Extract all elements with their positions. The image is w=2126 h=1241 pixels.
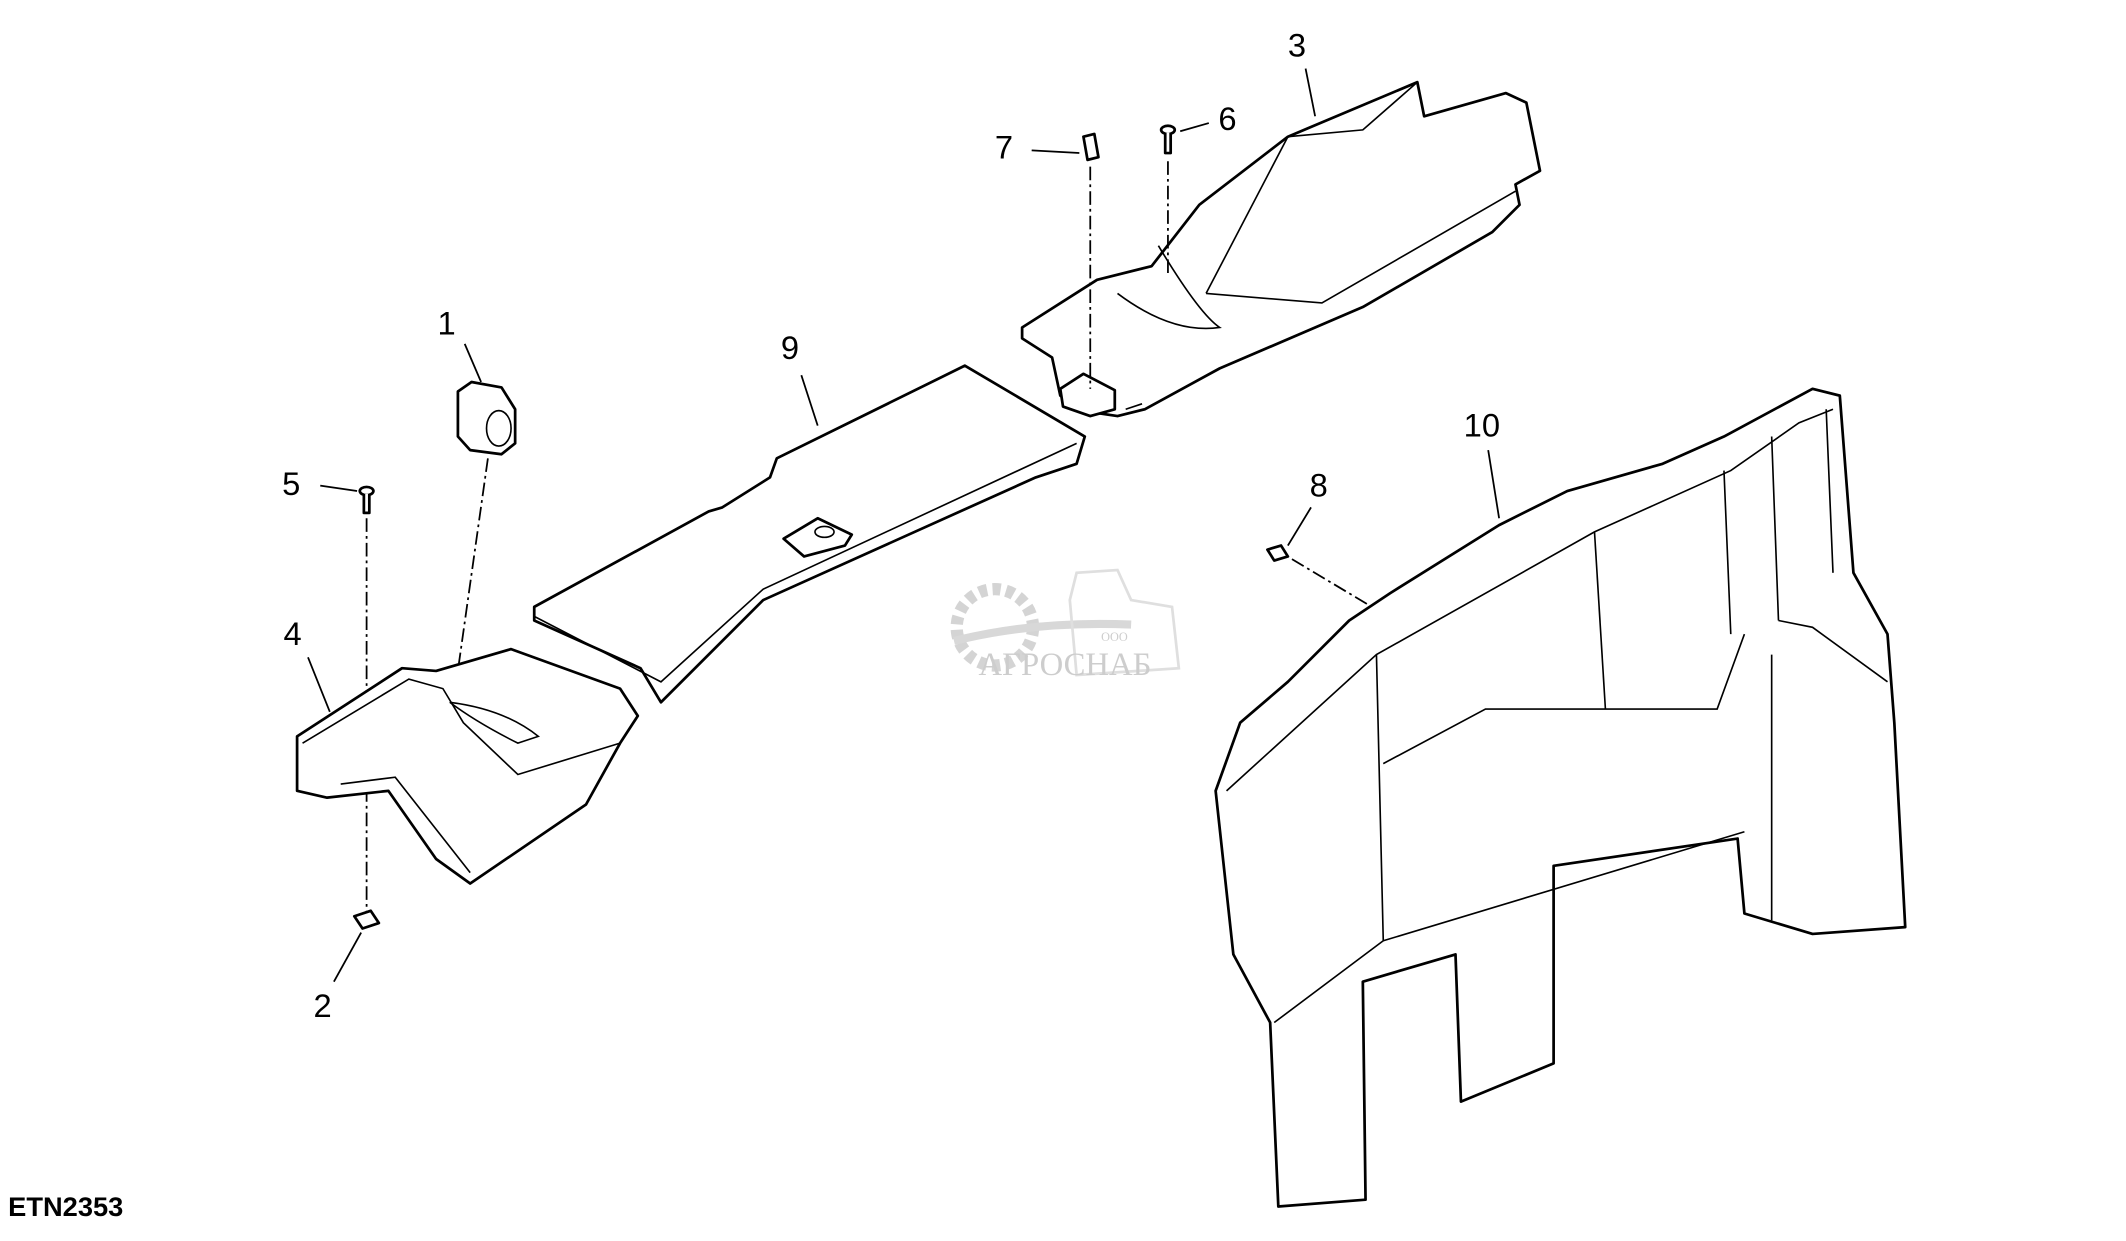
callout-5: 5	[282, 465, 300, 502]
callout-9: 9	[781, 329, 799, 366]
callout-1: 1	[437, 304, 455, 341]
part-1-grommet	[456, 380, 517, 456]
part-9-panel	[532, 364, 1087, 704]
watermark-small-text: ООО	[1101, 630, 1128, 644]
part-5-screw	[358, 485, 375, 515]
figure-id: ETN2353	[8, 1191, 123, 1222]
callout-6: 6	[1218, 100, 1236, 137]
part-7-clip	[1082, 132, 1100, 162]
part-6-screw	[1159, 124, 1177, 155]
part-8-clip	[1266, 544, 1290, 562]
watermark-brand-text: АГРОСНАБ	[979, 647, 1152, 683]
callout-2: 2	[313, 987, 331, 1024]
callout-7: 7	[995, 129, 1013, 166]
watermark-logo: ООО АГРОСНАБ	[950, 568, 1181, 683]
callout-3: 3	[1288, 26, 1306, 63]
callout-8: 8	[1310, 466, 1328, 503]
callout-10: 10	[1464, 407, 1500, 444]
part-3-duct	[1020, 80, 1542, 418]
part-4-duct-end	[295, 647, 640, 885]
part-2-clip	[352, 909, 381, 930]
callout-4: 4	[283, 615, 301, 652]
part-10-cover	[1214, 387, 1907, 1208]
